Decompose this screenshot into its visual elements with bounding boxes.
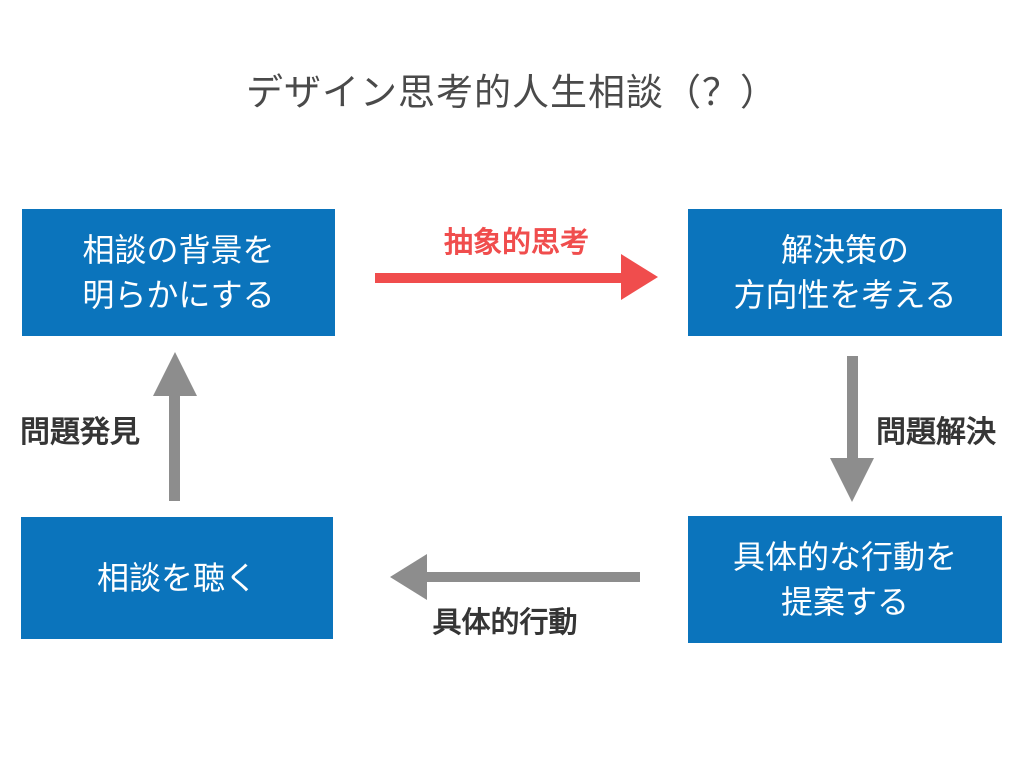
box-solution-direction-label: 解決策の 方向性を考える	[733, 231, 957, 313]
concrete-action-arrow-shaft	[425, 572, 640, 582]
diagram-title: デザイン思考的人生相談（？）	[246, 72, 778, 113]
left-arrow-icon	[390, 554, 427, 600]
concrete-action-label: 具体的行動	[432, 607, 578, 639]
problem-solving-arrow-shaft	[847, 356, 858, 460]
box-listen-consultation-label: 相談を聴く	[96, 559, 257, 596]
abstract-thinking-arrow-shaft	[375, 273, 623, 283]
box-clarify-background-label: 相談の背景を 明らかにする	[82, 231, 275, 313]
problem-solving-label: 問題解決	[876, 416, 996, 449]
box-propose-actions: 具体的な行動を 提案する	[688, 516, 1002, 643]
up-arrow-icon	[153, 352, 197, 396]
right-arrow-icon	[621, 254, 658, 300]
box-propose-actions-label: 具体的な行動を 提案する	[732, 538, 957, 620]
box-solution-direction: 解決策の 方向性を考える	[688, 209, 1002, 336]
abstract-thinking-label: 抽象的思考	[443, 227, 589, 259]
box-listen-consultation: 相談を聴く	[21, 517, 333, 639]
problem-discovery-arrow-shaft	[169, 394, 180, 501]
box-clarify-background: 相談の背景を 明らかにする	[22, 209, 335, 336]
problem-discovery-label: 問題発見	[20, 416, 140, 449]
down-arrow-icon	[830, 458, 874, 502]
